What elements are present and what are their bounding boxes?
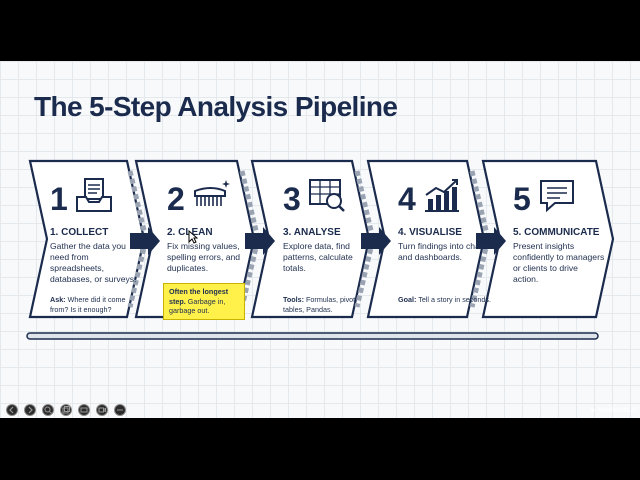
- note-bold: Often the longest step.: [169, 287, 229, 306]
- step-title: 4. VISUALISE: [398, 227, 462, 238]
- camera-icon[interactable]: [78, 404, 90, 416]
- more-icon[interactable]: [114, 404, 126, 416]
- step-note: Ask: Where did it come from? Is it enoug…: [50, 295, 144, 314]
- bar-chart-trend-icon: [422, 177, 462, 215]
- step-title: 2. CLEAN: [167, 227, 213, 238]
- notebooklm-branding: ◈ NotebookLM: [590, 405, 640, 417]
- step-communicate: 5 5. COMMUNICATE Present insights confid…: [513, 159, 625, 329]
- step-description: Explore data, find patterns, calculate t…: [283, 241, 353, 273]
- step-number: 1: [50, 181, 68, 217]
- scrub-brush-icon: [191, 177, 231, 215]
- highlight-note: Often the longest step. Garbage in, garb…: [163, 283, 245, 320]
- note-label: Tools:: [283, 295, 305, 304]
- note-label: Goal:: [398, 295, 417, 304]
- previous-icon[interactable]: [6, 404, 18, 416]
- video-icon[interactable]: [96, 404, 108, 416]
- step-clean: 2 2. CLEAN Fix missing values, spelling …: [163, 159, 279, 329]
- step-visualise: 4 4. VISUALISE Turn findings into charts…: [398, 159, 510, 329]
- step-title: 1. COLLECT: [50, 227, 109, 238]
- note-label: Ask:: [50, 295, 66, 304]
- zoom-icon[interactable]: [42, 404, 54, 416]
- step-number: 4: [398, 181, 416, 217]
- next-icon[interactable]: [24, 404, 36, 416]
- base-rail: [26, 332, 599, 340]
- step-description: Gather the data you need from spreadshee…: [50, 241, 137, 284]
- note-text: Where did it come from? Is it enough?: [50, 295, 126, 314]
- arrow-4-icon: [476, 227, 506, 255]
- slide-title: The 5-Step Analysis Pipeline: [34, 91, 398, 122]
- copy-icon[interactable]: [60, 404, 72, 416]
- step-note: Goal: Tell a story in seconds.: [398, 295, 492, 305]
- step-title: 5. COMMUNICATE: [513, 227, 600, 238]
- step-number: 3: [283, 181, 301, 217]
- pipeline-chevrons: [28, 159, 615, 319]
- note-text: Formulas, pivot tables, Pandas.: [283, 295, 356, 314]
- mouse-cursor-icon: [188, 230, 198, 244]
- step-number: 5: [513, 181, 531, 217]
- step-note: Tools: Formulas, pivot tables, Pandas.: [283, 295, 377, 314]
- step-description: Present insights confidently to managers…: [513, 241, 605, 284]
- note-text: Garbage in, garbage out.: [169, 296, 226, 316]
- slide: The 5-Step Analysis Pipeline 1 1.: [0, 61, 640, 418]
- notebooklm-logo-icon: ◈: [590, 407, 596, 414]
- arrow-2-icon: [245, 227, 275, 255]
- step-description: Turn findings into charts and dashboards…: [398, 241, 490, 262]
- step-collect: 1 1. COLLECT Gather the data you need fr…: [50, 159, 162, 329]
- arrow-3-icon: [361, 227, 391, 255]
- inbox-document-icon: [74, 177, 114, 215]
- notebooklm-label: NotebookLM: [597, 407, 638, 414]
- note-text: Tell a story in seconds.: [418, 295, 491, 304]
- arrow-1-icon: [130, 227, 160, 255]
- step-title: 3. ANALYSE: [283, 227, 341, 238]
- speech-bubble-icon: [537, 177, 577, 215]
- step-number: 2: [167, 181, 185, 217]
- step-analyse: 3 3. ANALYSE Explore data, find patterns…: [283, 159, 395, 329]
- spreadsheet-magnifier-icon: [307, 177, 347, 215]
- step-description: Fix missing values, spelling errors, and…: [167, 241, 241, 273]
